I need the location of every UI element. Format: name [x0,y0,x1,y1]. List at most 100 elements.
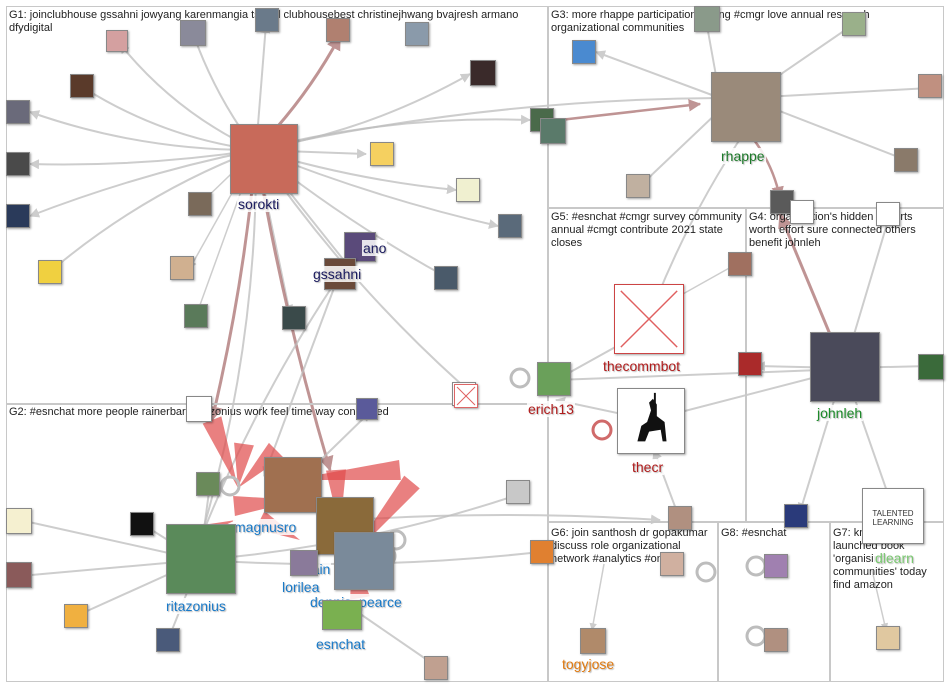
knight-logo-icon [637,392,667,442]
avatar-node[interactable] [572,40,596,64]
avatar-node[interactable] [876,626,900,650]
avatar-node[interactable] [506,480,530,504]
avatar-node-ritazonius[interactable] [166,524,236,594]
avatar-node[interactable] [188,192,212,216]
node-label-lorilea: lorilea [281,579,321,595]
edge-cone [234,442,254,488]
edge [589,563,605,631]
avatar-node[interactable] [255,8,279,32]
avatar-node[interactable] [626,174,650,198]
group-label-g8: G8: #esnchat [721,527,787,539]
node-label-togyjose: togyjose [561,656,616,672]
self-loop [219,475,241,497]
node-label-ano: ano [362,240,388,256]
node-label-thecr: thecr [631,459,665,475]
avatar-node[interactable] [918,74,942,98]
avatar-node[interactable] [6,562,32,588]
group-label-g3: G3: more rhappe participation calling #c… [551,9,870,34]
avatar-node[interactable] [918,354,944,380]
edge [871,569,889,631]
broken-image-node[interactable] [454,384,478,408]
avatar-node[interactable] [456,178,480,202]
avatar-node[interactable] [876,202,900,226]
broken-image-icon [620,290,678,348]
node-label-rhappe: rhappe [720,148,766,164]
avatar-node[interactable] [470,60,496,86]
avatar-node[interactable] [424,656,448,680]
avatar-node[interactable] [130,512,154,536]
node-label-gssahni: gssahni [312,266,363,282]
avatar-node[interactable] [6,152,30,176]
avatar-node[interactable] [6,508,32,534]
avatar-node-erich13[interactable] [537,362,571,396]
avatar-node[interactable] [764,554,788,578]
avatar-node[interactable] [764,628,788,652]
avatar-node[interactable] [6,100,30,124]
group-box-g6 [548,522,718,682]
avatar-node[interactable] [894,148,918,172]
group-box-g2 [6,404,548,682]
node-label-johnleh: johnleh [816,405,864,421]
avatar-node-thecr[interactable] [617,388,685,454]
avatar-node[interactable] [106,30,128,52]
avatar-node[interactable] [186,396,212,422]
avatar-node[interactable] [434,266,458,290]
avatar-node[interactable] [326,18,350,42]
node-label-erich13: erich13 [527,401,575,417]
avatar-node[interactable] [694,6,720,32]
avatar-node[interactable] [405,22,429,46]
avatar-node[interactable] [196,472,220,496]
node-label-dlearn: dlearn [874,550,915,566]
avatar-node-magnusro[interactable] [264,457,322,513]
avatar-node[interactable] [6,204,30,228]
edge [555,365,821,381]
self-loop [695,561,717,583]
node-label-sorokti: sorokti [237,196,281,212]
avatar-node[interactable] [660,552,684,576]
avatar-node[interactable] [282,306,306,330]
avatar-node[interactable] [842,12,866,36]
avatar-node[interactable] [498,214,522,238]
node-label-ritazonius: ritazonius [165,598,227,614]
avatar-node[interactable] [738,352,762,376]
avatar-node[interactable] [668,506,692,530]
edge [29,149,257,218]
avatar-node[interactable] [38,260,62,284]
node-label-thecommbot: thecommbot [602,358,682,374]
avatar-node-togyjose[interactable] [580,628,606,654]
avatar-node[interactable] [70,74,94,98]
avatar-node-sorokti[interactable] [230,124,298,194]
avatar-node-esnchat[interactable] [322,600,362,630]
edge [595,50,721,99]
avatar-node[interactable] [790,200,814,224]
avatar-node[interactable] [180,20,206,46]
avatar-node-dennis_pearce[interactable] [334,532,394,590]
edge [255,93,721,151]
avatar-node[interactable] [540,118,566,144]
avatar-node[interactable] [64,604,88,628]
avatar-node[interactable] [530,540,554,564]
node-label-magnusro: magnusro [233,519,298,535]
avatar-node[interactable] [370,142,394,166]
avatar-node[interactable] [784,504,808,528]
broken-image-icon [456,386,476,406]
group-box-g8 [718,522,830,682]
avatar-node[interactable] [184,304,208,328]
avatar-node-lorilea[interactable] [290,550,318,576]
avatar-node[interactable] [356,398,378,420]
edge [29,149,257,170]
edge-cone [202,416,238,488]
avatar-node[interactable] [728,252,752,276]
avatar-node[interactable] [170,256,194,280]
avatar-node-johnleh[interactable] [810,332,880,402]
edge-cone [238,442,284,488]
avatar-node-thecommbot[interactable] [614,284,684,354]
edge [29,110,257,152]
edge [559,99,702,122]
group-label-g5: G5: #esnchat #cmgr survey community annu… [551,211,742,249]
avatar-node-rhappe[interactable] [711,72,781,142]
edge [51,149,257,271]
avatar-node[interactable] [156,628,180,652]
